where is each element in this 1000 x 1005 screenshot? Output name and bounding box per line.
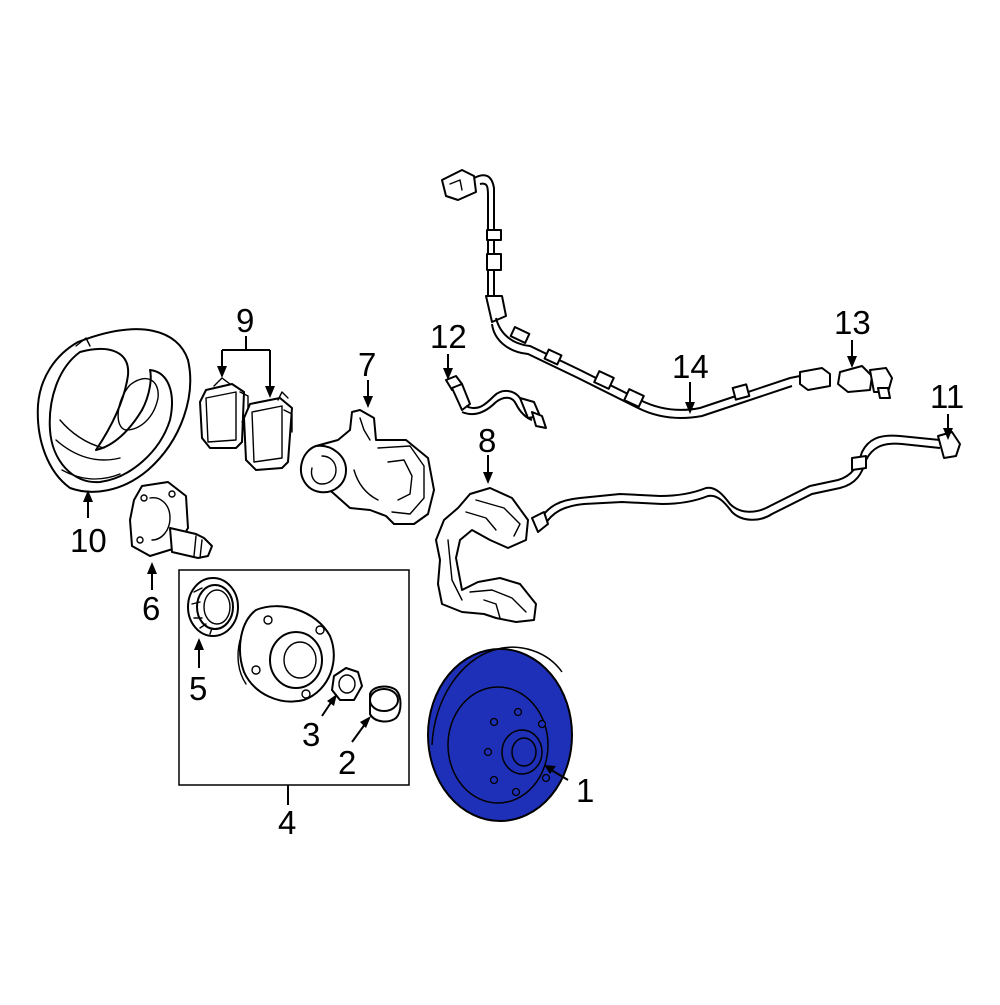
brake-caliper[interactable] (300, 409, 435, 525)
callout-14: 14 (672, 348, 709, 385)
callout-7: 7 (358, 346, 376, 383)
leader-lines (83, 336, 953, 805)
hub-nut[interactable] (331, 667, 363, 701)
callout-12: 12 (430, 318, 467, 355)
brake-hose[interactable] (445, 375, 547, 429)
abs-tone-ring[interactable] (187, 577, 239, 637)
caliper-bracket[interactable] (435, 487, 537, 623)
brake-pad-right[interactable] (243, 391, 293, 471)
callout-2: 2 (338, 744, 356, 781)
brake-rotor[interactable] (427, 646, 573, 822)
abs-sensor[interactable] (837, 365, 893, 399)
callout-11: 11 (930, 378, 964, 415)
brake-pad-left[interactable] (199, 377, 249, 449)
hub-kit-box (178, 569, 410, 786)
dust-cap[interactable] (369, 685, 402, 723)
callout-13: 13 (834, 304, 871, 341)
splash-shield[interactable] (36, 328, 192, 493)
callout-3: 3 (302, 716, 320, 753)
callout-5: 5 (189, 670, 207, 707)
callout-4: 4 (278, 804, 296, 841)
wheel-hub[interactable] (237, 605, 335, 703)
abs-sensor-wire[interactable] (441, 169, 831, 419)
callout-6: 6 (142, 590, 160, 627)
brake-line[interactable] (531, 431, 961, 533)
callout-10: 10 (70, 522, 107, 559)
callout-9: 9 (236, 302, 254, 339)
wheel-spindle[interactable] (129, 481, 213, 559)
callout-1: 1 (576, 772, 594, 809)
callout-8: 8 (478, 422, 496, 459)
